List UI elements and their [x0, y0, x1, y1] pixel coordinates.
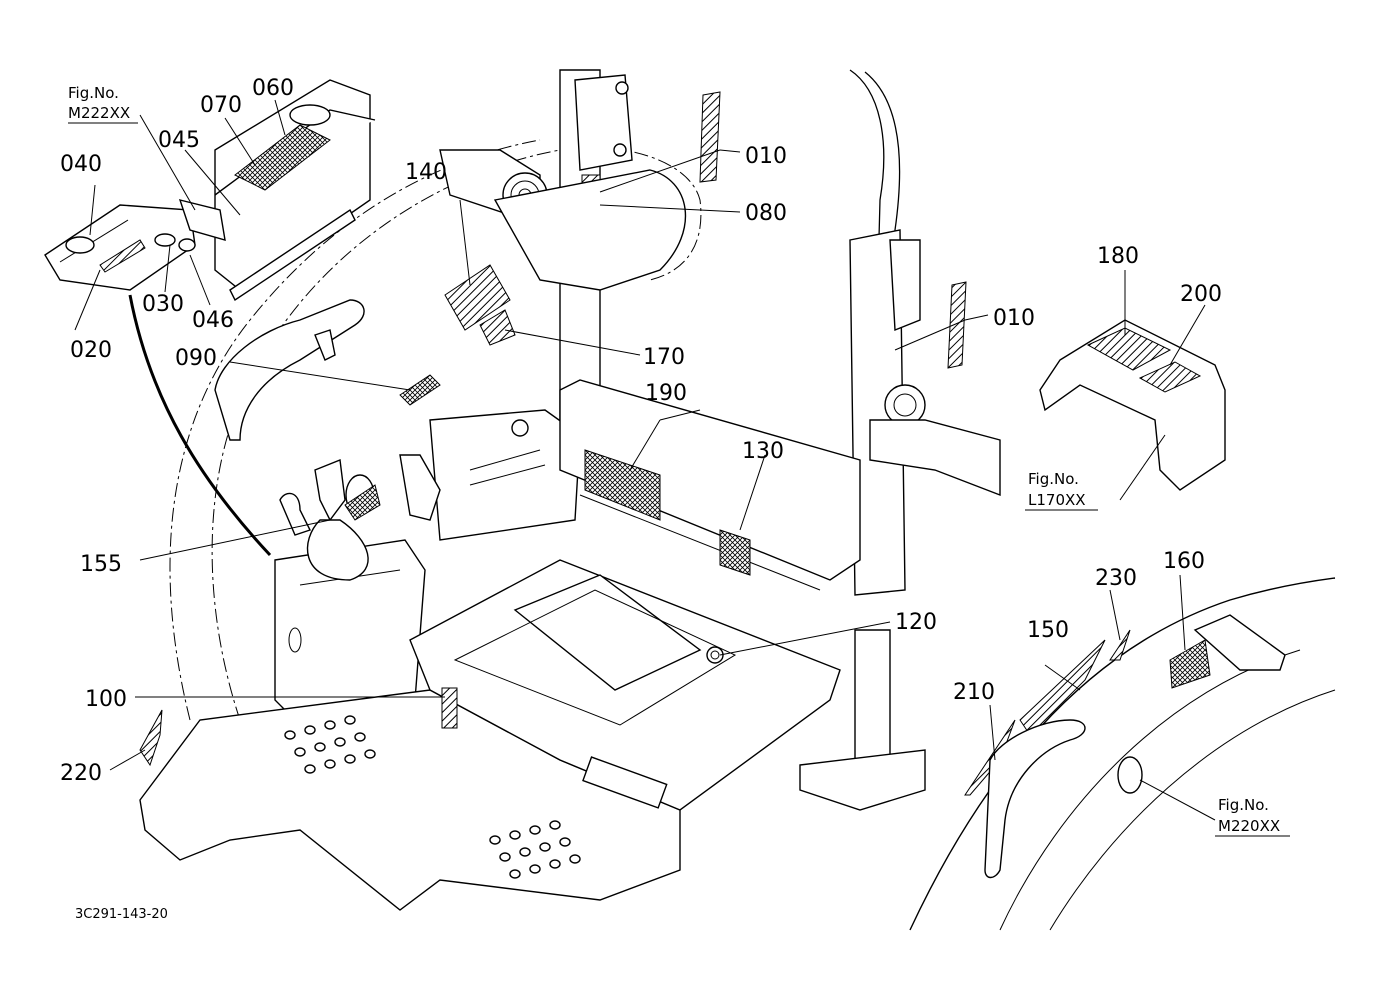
sticker-140 [444, 264, 511, 331]
part-label-210: 210 [953, 680, 995, 705]
part-label-046: 046 [192, 308, 234, 333]
sticker-170 [479, 309, 516, 346]
part-label-230: 230 [1095, 566, 1137, 591]
floor-hole [354, 732, 366, 742]
floor-hole [344, 754, 356, 764]
stickers-main [139, 264, 751, 767]
sticker-160 [1169, 639, 1211, 689]
floor-hole [334, 737, 346, 747]
part-label-170: 170 [643, 345, 685, 370]
part-label-155: 155 [80, 552, 122, 577]
left-control-box [274, 459, 426, 726]
floor-hole [529, 825, 541, 835]
part-label-030: 030 [142, 292, 184, 317]
part-label-020: 020 [70, 338, 112, 363]
sticker-180 [1086, 327, 1172, 371]
floor-hole [569, 854, 581, 864]
floor-hole [549, 859, 561, 869]
drawing-code: 3C291-143-20 [75, 907, 168, 922]
part-label-045: 045 [158, 128, 200, 153]
right-pillar [799, 229, 1001, 811]
sticker-010-right [947, 281, 967, 369]
sticker-130 [719, 529, 751, 576]
floor-hole [519, 847, 531, 857]
part-label-010: 010 [993, 306, 1035, 331]
part-label-200: 200 [1180, 282, 1222, 307]
switch-panel-assembly [44, 79, 376, 302]
fig-ref-code: L170XX [1028, 491, 1086, 509]
sticker-190 [584, 449, 661, 521]
part-label-120: 120 [895, 610, 937, 635]
floor-hole [284, 730, 296, 740]
floor-plate [139, 379, 861, 911]
fig-ref-m222: Fig.No. M222XX [68, 84, 138, 124]
floor-hole [324, 720, 336, 730]
sticker-090 [399, 374, 441, 406]
fender-assembly [909, 577, 1336, 931]
part-label-060: 060 [252, 76, 294, 101]
fig-ref-m220: Fig.No. M220XX [1215, 796, 1290, 837]
part-label-180: 180 [1097, 244, 1139, 269]
floor-hole [364, 749, 376, 759]
sticker-100 [441, 687, 458, 729]
fig-ref-l170: Fig.No. L170XX [1025, 470, 1098, 511]
part-label-140: 140 [405, 160, 447, 185]
part-label-130: 130 [742, 439, 784, 464]
sticker-010-top [699, 91, 721, 183]
part-label-100: 100 [85, 687, 127, 712]
sticker-155-area [344, 484, 381, 521]
part-label-190: 190 [645, 381, 687, 406]
horn-left [439, 149, 687, 291]
floor-hole [304, 725, 316, 735]
fig-ref-title: Fig.No. [68, 84, 119, 102]
floor-hole [489, 835, 501, 845]
floor-hole [509, 869, 521, 879]
floor-hole [344, 715, 356, 725]
floor-hole [324, 759, 336, 769]
grab-handle-left [214, 299, 365, 441]
fig-ref-code: M222XX [68, 104, 130, 122]
floor-hole [529, 864, 541, 874]
part-label-080: 080 [745, 201, 787, 226]
floor-hole [499, 852, 511, 862]
floor-hole [539, 842, 551, 852]
part-label-040: 040 [60, 152, 102, 177]
part-label-150: 150 [1027, 618, 1069, 643]
sticker-200 [1138, 361, 1202, 393]
part-label-010: 010 [745, 144, 787, 169]
part-label-090: 090 [175, 346, 217, 371]
floor-hole [549, 820, 561, 830]
wire-curve [128, 294, 272, 557]
part-labels: 010 080 010 140 170 090 190 130 155 100 … [60, 76, 1222, 786]
stickers-010 [699, 91, 967, 369]
floor-hole [559, 837, 571, 847]
floor-hole [509, 830, 521, 840]
sticker-230 [1109, 629, 1131, 661]
part-label-220: 220 [60, 761, 102, 786]
fig-ref-title: Fig.No. [1218, 796, 1269, 814]
floor-hole [314, 742, 326, 752]
fig-ref-code: M220XX [1218, 817, 1280, 835]
cover-l170 [1039, 319, 1226, 491]
leader-lines [74, 99, 1216, 821]
fig-ref-title: Fig.No. [1028, 470, 1079, 488]
floor-hole [304, 764, 316, 774]
part-label-160: 160 [1163, 549, 1205, 574]
floor-holes [284, 715, 581, 879]
sticker-220 [139, 709, 163, 767]
part-label-070: 070 [200, 93, 242, 118]
floor-hole [294, 747, 306, 757]
right-console [399, 409, 581, 541]
